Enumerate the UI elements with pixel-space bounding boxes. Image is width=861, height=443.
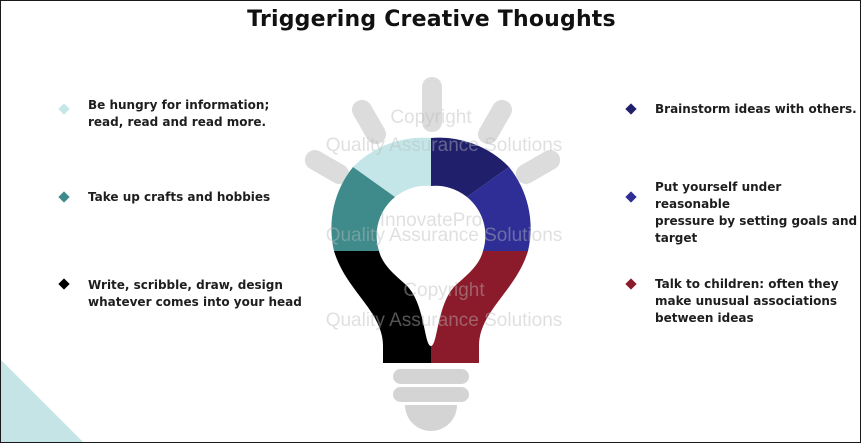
item-line: Brainstorm ideas with others.	[655, 102, 857, 116]
bulb-segment-teal	[331, 167, 395, 251]
item-reasonable-pressure: Put yourself under reasonable pressure b…	[655, 179, 860, 247]
base-tip	[405, 405, 457, 431]
item-line: target	[655, 231, 698, 245]
item-line: pressure by setting goals and	[655, 214, 858, 228]
lightbulb-diagram: Copyright Quality Assurance Solutions In…	[304, 77, 563, 431]
watermark-text: Quality Assurance Solutions	[326, 225, 563, 246]
item-line: Be hungry for information;	[88, 98, 270, 112]
item-talk-to-children: Talk to children: often they make unusua…	[655, 276, 839, 327]
watermark-text: Copyright	[390, 107, 472, 128]
ray-top	[422, 77, 442, 132]
base-ring-2	[393, 387, 469, 402]
slide-title: Triggering Creative Thoughts	[247, 7, 616, 32]
item-hungry-for-information: Be hungry for information; read, read an…	[88, 97, 269, 131]
item-brainstorm: Brainstorm ideas with others.	[655, 101, 857, 118]
ray-right	[515, 150, 561, 184]
bulb-rays	[304, 77, 561, 184]
bulb-base	[393, 369, 469, 431]
bullet-diamond-black	[58, 278, 70, 290]
bullet-diamond-light-teal	[58, 103, 70, 115]
item-line: Write, scribble, draw, design	[88, 278, 283, 292]
item-line: Put yourself under reasonable	[655, 180, 782, 211]
bullet-diamond-navy	[625, 103, 637, 115]
watermark: Copyright Quality Assurance Solutions In…	[326, 107, 563, 331]
item-write-scribble-draw: Write, scribble, draw, design whatever c…	[88, 277, 302, 311]
bulb-segment-dark-navy	[431, 137, 509, 197]
bullet-diamond-teal	[58, 191, 70, 203]
bulb-segment-light-teal	[353, 137, 431, 197]
item-line: whatever comes into your head	[88, 295, 302, 309]
bullet-diamond-dark-red	[625, 278, 637, 290]
ray-left	[304, 150, 350, 184]
ray-upper-left	[352, 99, 386, 145]
bullet-diamond-blue	[625, 191, 637, 203]
item-line: read, read and read more.	[88, 115, 267, 129]
watermark-text: Quality Assurance Solutions	[326, 310, 563, 331]
item-line: Take up crafts and hobbies	[88, 190, 271, 204]
decorative-corner-triangle	[1, 360, 83, 442]
item-line: make unusual associations	[655, 294, 838, 308]
watermark-text: Quality Assurance Solutions	[326, 135, 563, 156]
watermark-text: Copyright	[403, 280, 485, 301]
watermark-text: InnovatePro	[380, 210, 482, 231]
bulb-segment-dark-red	[431, 251, 528, 363]
item-line: Talk to children: often they	[655, 277, 839, 291]
bulb-segment-blue	[467, 167, 531, 251]
item-line: between ideas	[655, 311, 754, 325]
item-crafts-and-hobbies: Take up crafts and hobbies	[88, 189, 270, 206]
base-ring-1	[393, 369, 469, 384]
bulb-segment-black	[334, 251, 431, 363]
ray-upper-right	[478, 99, 512, 145]
